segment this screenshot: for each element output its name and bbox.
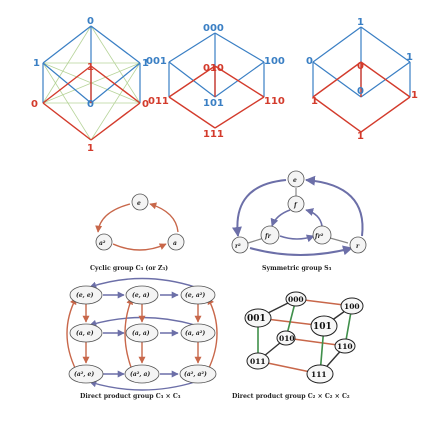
- c2-node-110: [334, 338, 356, 354]
- sym-label-r2: r²: [235, 243, 241, 250]
- c2-node-111: [306, 364, 334, 384]
- cyclic-caption: Cyclic group C₃ (or Z₃): [90, 265, 168, 272]
- cube-2-label-right: 100: [264, 56, 285, 67]
- sym-node-r: [349, 236, 367, 254]
- cube-3-label-bottom: 1: [357, 131, 364, 142]
- c2-node-011: [246, 352, 270, 370]
- cyclic-node-a2: [95, 233, 113, 251]
- c2-node-100: [340, 297, 364, 315]
- cyclic-node-a: [167, 233, 185, 251]
- c3-label-ea: (e, a): [132, 292, 150, 299]
- cube-1-label-center-upper: 1: [87, 62, 94, 73]
- c3-label-a2e: (a², e): [74, 371, 94, 378]
- c3-label-aa2: (a, a²): [185, 330, 205, 337]
- c3-label-aa: (a, a): [132, 330, 150, 337]
- c3-node-ae: [69, 323, 103, 343]
- cube-3-label-top: 1: [357, 17, 364, 28]
- sym-node-f: [287, 195, 305, 213]
- cube-2-red-edges: [168, 65, 265, 129]
- sym-node-fr2: [312, 225, 332, 245]
- c2-node-010: [276, 330, 296, 346]
- cube-2-label-bottom-right: 110: [264, 96, 285, 107]
- c2-node-001: [244, 308, 272, 328]
- c3-node-a2a: [124, 364, 160, 384]
- c3-node-ea: [125, 285, 159, 305]
- cube-1-red-edges: [42, 65, 141, 141]
- cube-3-label-center-upper: 0: [357, 61, 364, 72]
- c2-label-011: 011: [250, 357, 266, 366]
- cube-3-label-left: 0: [306, 56, 313, 67]
- c2-label-111: 111: [311, 370, 327, 379]
- sym-node-fr: [260, 225, 280, 245]
- c3-node-ea2: [180, 285, 216, 305]
- c3-label-ae: (a, e): [76, 330, 94, 337]
- c2-node-101: [310, 315, 338, 337]
- sym-node-r2: [231, 236, 249, 254]
- c2-node-000: [285, 291, 307, 307]
- cube-3-red-edges: [312, 61, 411, 133]
- cube-1-label-right: 1: [142, 58, 149, 69]
- sym-label-r: r: [356, 243, 360, 250]
- sym-node-e: [287, 170, 305, 188]
- c3-node-a2a2: [179, 364, 217, 384]
- cyclic-group-diagram: e a² a Cyclic group C₃ (or Z₃): [90, 193, 185, 272]
- c2-label-010: 010: [279, 334, 295, 343]
- cube-1-label-left: 1: [33, 58, 40, 69]
- c2cube-diagram: 000 100 001 101 010 110 011 111 Direct p…: [232, 291, 364, 400]
- cube-1-label-center-lower: 0: [87, 99, 94, 110]
- c3-label-ee: (e, e): [76, 292, 94, 299]
- sym-label-e: e: [293, 177, 297, 184]
- cube-3-label-right: 1: [406, 52, 413, 63]
- cube-3-label-center-lower: 0: [357, 86, 364, 97]
- c2-label-101: 101: [313, 322, 332, 332]
- cyclic-label-a2: a²: [99, 240, 106, 247]
- c3-label-ea2: (e, a²): [185, 292, 205, 299]
- cyclic-node-e: [131, 193, 149, 211]
- cube-2-label-left: 001: [146, 56, 167, 67]
- cube-1-label-bottom: 1: [87, 143, 94, 154]
- c3xc3-caption: Direct product group C₃ × C₃: [80, 393, 181, 400]
- c2-label-000: 000: [288, 295, 304, 304]
- cube-3: 1 0 1 0 0 1 1 1: [306, 17, 418, 142]
- c2cube-caption: Direct product group C₂ × C₂ × C₂: [232, 393, 350, 400]
- symmetric-group-diagram: e f fr fr² r² r Symmetric group S₃: [231, 170, 367, 272]
- c2-label-001: 001: [247, 314, 266, 324]
- symmetric-caption: Symmetric group S₃: [262, 265, 332, 272]
- sym-label-fr2: fr²: [314, 233, 324, 240]
- cube-2-label-center-lower: 101: [203, 98, 224, 109]
- cube-2-label-bottom-left: 011: [148, 96, 169, 107]
- c3-node-aa2: [180, 323, 216, 343]
- c3xc3-diagram: (e, e) (e, a) (e, a²) (a, e) (a, a) (a, …: [66, 277, 218, 400]
- cube-3-label-bottom-left: 1: [311, 96, 318, 107]
- c3-label-a2a: (a², a): [130, 371, 150, 378]
- c3-node-ee: [69, 285, 103, 305]
- c3-label-a2a2: (a², a²): [184, 371, 207, 378]
- c3-node-a2e: [68, 364, 104, 384]
- cyclic-label-e: e: [137, 200, 141, 207]
- cube-2-blue-edges: [168, 32, 265, 98]
- cube-2-label-bottom: 111: [203, 129, 224, 140]
- c2-label-100: 100: [344, 302, 360, 311]
- c3-node-aa: [125, 323, 159, 343]
- cube-1: 0 1 1 1 0 0 0 1: [31, 16, 149, 154]
- cube-3-label-bottom-right: 1: [411, 90, 418, 101]
- cube-1-label-top: 0: [87, 16, 94, 27]
- cube-2: 000 001 100 010 101 011 110 111: [146, 23, 285, 140]
- cube-1-blue-edges: [42, 25, 141, 104]
- cube-2-label-top: 000: [203, 23, 224, 34]
- cube-1-label-bottom-right: 0: [142, 99, 149, 110]
- cyclic-label-a: a: [173, 240, 177, 247]
- c2-label-110: 110: [337, 342, 353, 351]
- cube-1-label-bottom-left: 0: [31, 99, 38, 110]
- sym-label-fr: fr: [264, 233, 272, 240]
- sym-label-f: f: [293, 202, 298, 209]
- cube-2-label-center-upper: 010: [203, 63, 224, 74]
